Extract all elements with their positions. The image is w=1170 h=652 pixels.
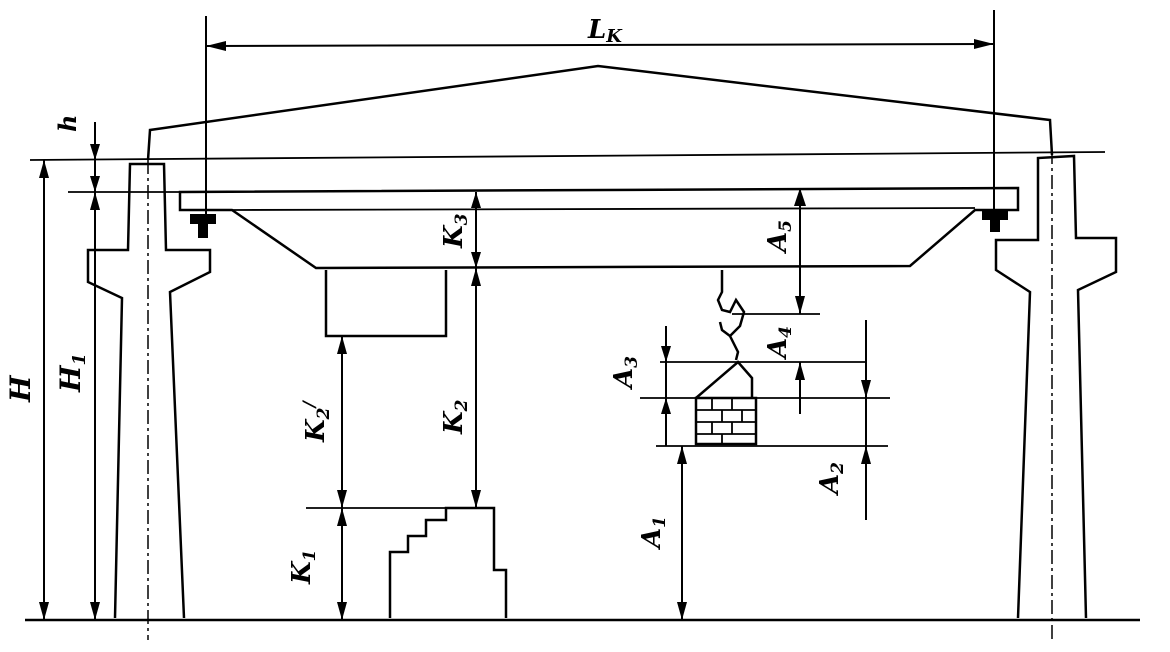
A3-dimension [661, 326, 671, 446]
right-column [994, 150, 1118, 640]
K3-dimension [471, 192, 481, 268]
roof-truss [146, 64, 1054, 161]
label-K2-prime: K2/ [300, 400, 334, 443]
left-column [86, 160, 212, 640]
label-A2: A2 [815, 462, 848, 497]
H-dimension [39, 160, 49, 620]
A4-dimension [795, 362, 805, 414]
label-K1: K1 [287, 550, 320, 585]
load [694, 360, 758, 446]
left-wheel [190, 214, 216, 224]
A2-dimension [861, 320, 871, 520]
label-A5: A5 [763, 220, 796, 255]
A1-dimension [677, 446, 687, 620]
label-A3: A3 [609, 356, 642, 391]
label-K2: K2 [439, 399, 472, 435]
label-H1: H1 [54, 353, 90, 393]
label-A1: A1 [637, 516, 670, 551]
K1-dimension [337, 508, 347, 620]
label-H: H [4, 374, 37, 403]
K2-dimension [471, 268, 481, 508]
label-h: h [53, 115, 82, 132]
H1-dimension [90, 192, 100, 620]
A5-dimension [794, 188, 806, 314]
crane-hook [716, 270, 746, 361]
operator-cab [324, 270, 448, 338]
stepped-obstacle [388, 506, 508, 618]
h-dimension [90, 122, 100, 192]
crane-bridge [178, 186, 1020, 270]
label-span: LK [587, 15, 623, 47]
K2-prime-dimension [337, 336, 347, 508]
label-A4: A4 [763, 326, 796, 361]
top-level-line [29, 151, 1106, 161]
span-dimension [205, 10, 995, 222]
label-K3: K3 [439, 213, 472, 249]
